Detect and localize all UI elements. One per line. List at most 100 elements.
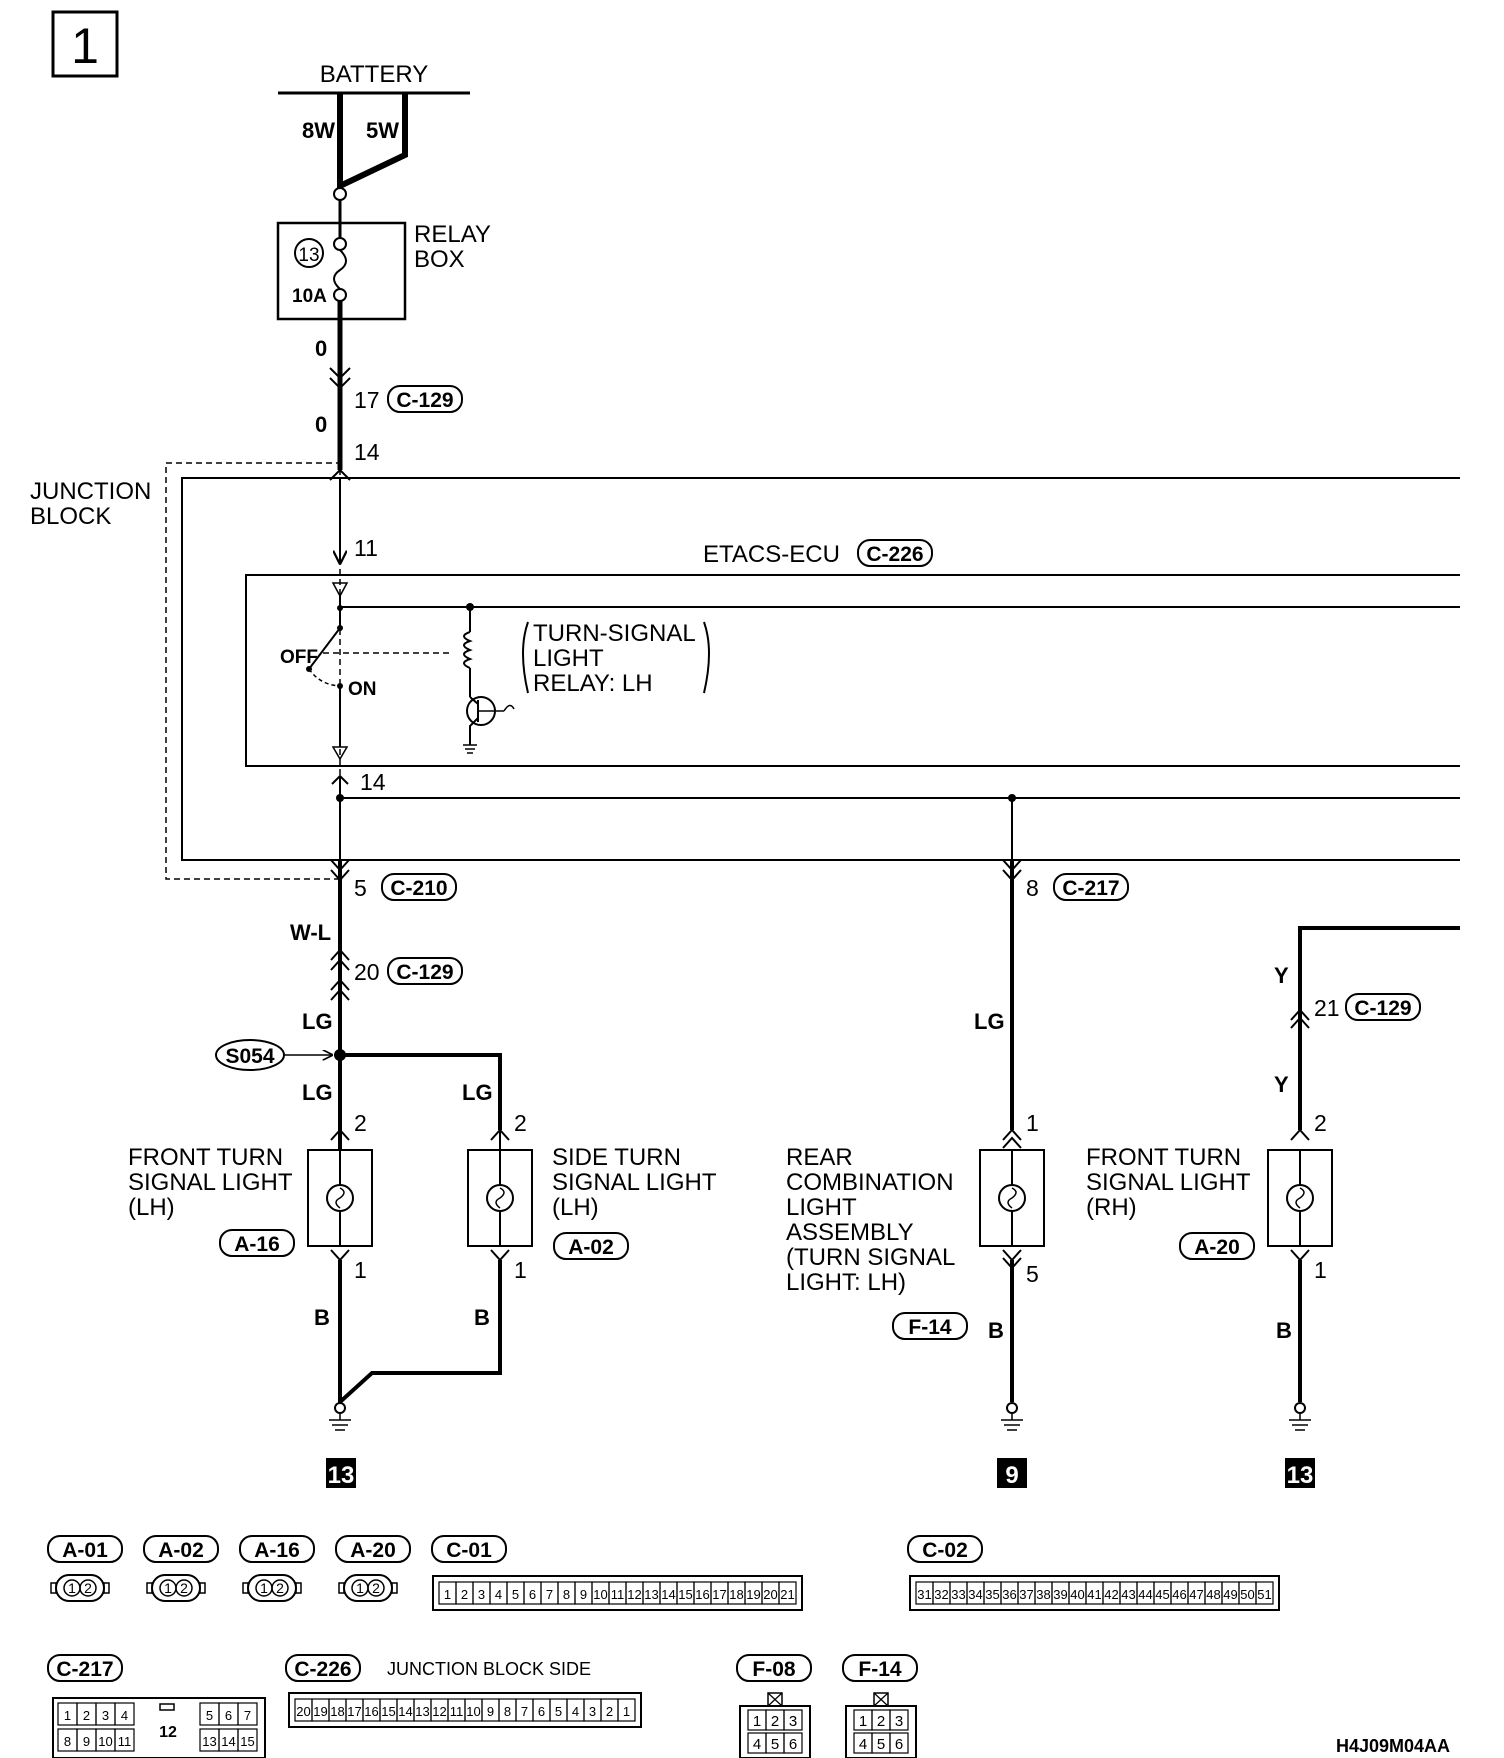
c226-note: JUNCTION BLOCK SIDE <box>387 1659 591 1679</box>
connector-views-row-2: C-217 C-226 JUNCTION BLOCK SIDE F-08 F-1… <box>47 1654 918 1682</box>
c02-pin-34: 34 <box>968 1587 982 1602</box>
c01-pin-20: 20 <box>763 1587 777 1602</box>
wire-code-lg-1: LG <box>302 1009 333 1034</box>
c217-pin-cell <box>237 1702 258 1726</box>
c01-pin-13: 13 <box>644 1587 658 1602</box>
c226-pin-15: 15 <box>381 1704 395 1719</box>
a16-pin-1: 1 <box>260 1580 268 1596</box>
connector-view-c217: C-217 <box>56 1658 113 1681</box>
ground-icon <box>329 1402 351 1431</box>
c02-pin-42: 42 <box>1104 1587 1118 1602</box>
f08-pin-4: 4 <box>753 1736 761 1753</box>
c02-pin-45: 45 <box>1155 1587 1169 1602</box>
c226-pin-16: 16 <box>364 1704 378 1719</box>
c01-pin-6: 6 <box>529 1587 536 1602</box>
f14-lock-icon <box>873 1692 889 1707</box>
f14-pin-3: 3 <box>895 1713 903 1730</box>
connector-tag-f14: F-14 <box>908 1316 952 1339</box>
c01-pin-18: 18 <box>729 1587 743 1602</box>
relay-label-1: TURN-SIGNAL <box>533 620 696 647</box>
ground-icon <box>1001 1402 1023 1431</box>
c217-pin-9: 9 <box>83 1734 90 1749</box>
pin-8-c217: 8 <box>1026 875 1039 901</box>
c02-pin-40: 40 <box>1070 1587 1084 1602</box>
c02-pin-35: 35 <box>985 1587 999 1602</box>
connector-tag-c129-rh: C-129 <box>1354 997 1411 1020</box>
battery-wire <box>337 93 408 191</box>
f08-pin-cell <box>783 1732 803 1754</box>
c226-pin-13: 13 <box>415 1704 429 1719</box>
c217-pin-5: 5 <box>206 1708 213 1723</box>
c02-pin-31: 31 <box>917 1587 931 1602</box>
wire-code-0-a: 0 <box>315 336 327 361</box>
relay-label-2: LIGHT <box>533 645 604 672</box>
pin-14-in: 14 <box>354 439 380 465</box>
c02-pin-50: 50 <box>1240 1587 1254 1602</box>
c217-pin-14: 14 <box>221 1734 235 1749</box>
f14-pin-cell <box>889 1732 909 1754</box>
c217-pin-cell <box>114 1702 135 1726</box>
c217-pin-3: 3 <box>102 1708 109 1723</box>
two-pin-connector-a02: 1 2 <box>146 1574 206 1602</box>
c01-pin-19: 19 <box>746 1587 760 1602</box>
fuse-rating: 10A <box>292 286 327 307</box>
c01-pin-11: 11 <box>611 1587 625 1602</box>
f14-pin-1: 1 <box>859 1713 867 1730</box>
c226-pin-20: 20 <box>296 1704 310 1719</box>
connector-tag-c129-mid: C-129 <box>396 961 453 984</box>
turn-signal-relay <box>306 582 515 761</box>
c01-pin-12: 12 <box>627 1587 641 1602</box>
rear-wire-b: B <box>988 1318 1004 1343</box>
etacs-ecu-label: ETACS-ECU <box>703 541 840 568</box>
c226-pin-cell <box>617 1698 636 1722</box>
pin-17: 17 <box>354 387 380 413</box>
wire-code-lg-2: LG <box>302 1080 333 1105</box>
junction-block-frame <box>181 477 1460 861</box>
front-lh-label-1: FRONT TURN <box>128 1144 283 1171</box>
c02-pin-cell <box>1255 1581 1274 1605</box>
connector-tag-a16: A-16 <box>234 1233 280 1256</box>
c217-pin-6: 6 <box>225 1708 232 1723</box>
connector-tag-c129-top: C-129 <box>396 389 453 412</box>
front-turn-signal-lh <box>307 1128 373 1262</box>
pin-14-out: 14 <box>360 769 386 795</box>
fuse-number: 13 <box>298 245 319 266</box>
front-lh-wire-b: B <box>314 1305 330 1330</box>
pin-11: 11 <box>354 535 378 561</box>
c01-pin-5: 5 <box>512 1587 519 1602</box>
c02-pin-32: 32 <box>934 1587 948 1602</box>
f08-pin-3: 3 <box>789 1713 797 1730</box>
fuse-icon <box>333 187 347 302</box>
c226-pin-3: 3 <box>589 1704 596 1719</box>
c01-pin-17: 17 <box>712 1587 726 1602</box>
splice-label: S054 <box>225 1045 274 1068</box>
a02-pin-1: 1 <box>164 1580 172 1596</box>
side-lh-label-2: SIGNAL LIGHT <box>552 1169 717 1196</box>
f14-pin-2: 2 <box>877 1713 885 1730</box>
relay-label-3: RELAY: LH <box>533 670 653 697</box>
connector-tag-a02: A-02 <box>568 1236 614 1259</box>
f08-pin-cell <box>783 1709 803 1731</box>
c217-pin-12: 12 <box>159 1724 177 1741</box>
c217-pin-2: 2 <box>83 1708 90 1723</box>
c01-pin-8: 8 <box>563 1587 570 1602</box>
connector-view-c01: C-01 <box>446 1539 492 1562</box>
connector-view-f08: F-08 <box>752 1658 796 1681</box>
c01-pin-21: 21 <box>780 1587 794 1602</box>
c02-pin-47: 47 <box>1189 1587 1203 1602</box>
c217-pin-15: 15 <box>240 1734 254 1749</box>
front-rh-label-3: (RH) <box>1086 1194 1137 1221</box>
junction-block-outline <box>165 462 341 880</box>
c226-pin-2: 2 <box>606 1704 613 1719</box>
rh-wire-b: B <box>1276 1318 1292 1343</box>
etacs-ecu-frame <box>245 574 1460 767</box>
c217-pin-4: 4 <box>121 1708 128 1723</box>
c02-pin-33: 33 <box>951 1587 965 1602</box>
c217-pin-cell <box>114 1728 135 1752</box>
front-lh-label-2: SIGNAL LIGHT <box>128 1169 293 1196</box>
rear-label-5: (TURN SIGNAL <box>786 1244 955 1271</box>
c217-pin-8: 8 <box>64 1734 71 1749</box>
